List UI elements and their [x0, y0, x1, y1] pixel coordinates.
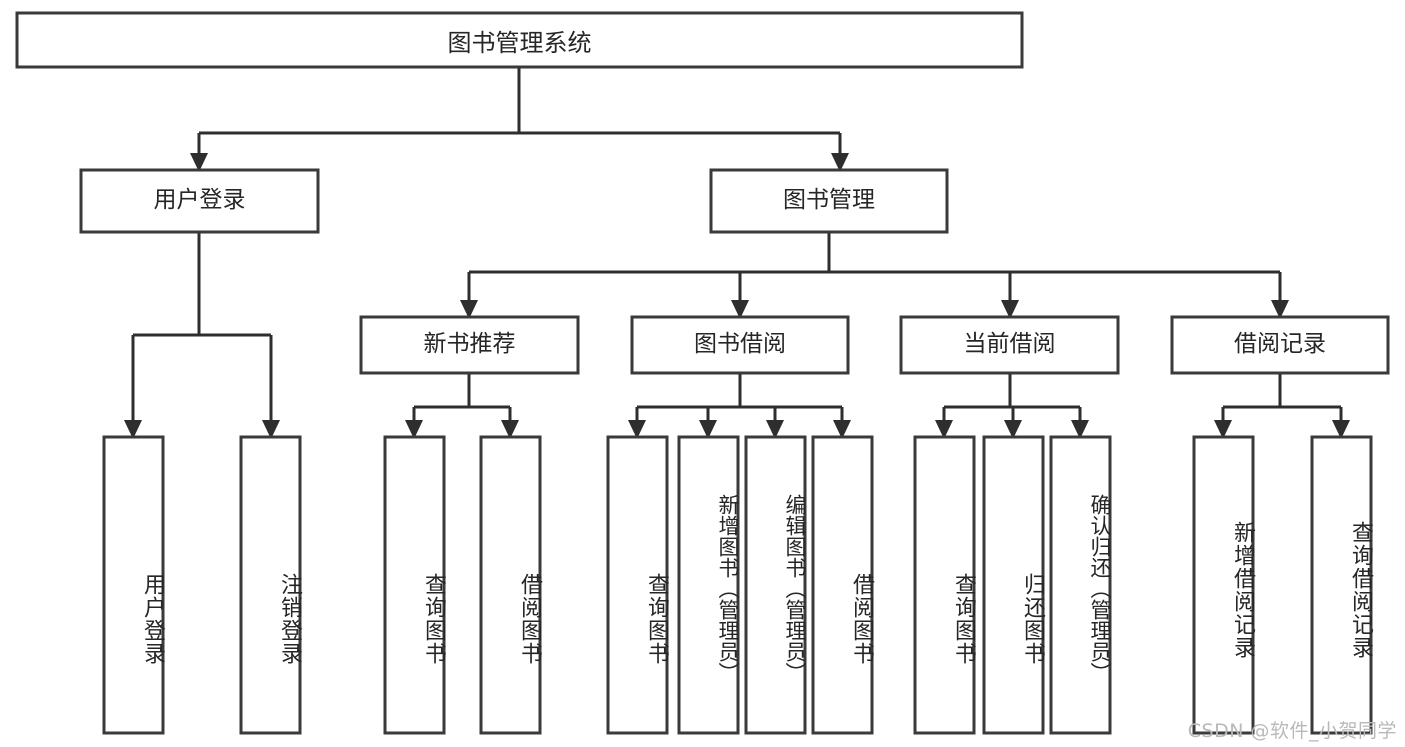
- node-box-leaf-borrow-book-1[interactable]: [479, 435, 542, 735]
- connector-group-book-borrow: [628, 373, 851, 439]
- node-box-borrow-record[interactable]: [1170, 315, 1390, 375]
- node-box-leaf-confirm-return[interactable]: [1049, 435, 1112, 735]
- node-box-leaf-query-book-3[interactable]: [913, 435, 976, 735]
- connector-group-new-book-recommend: [405, 373, 519, 439]
- connector-group-book-management: [460, 232, 1289, 319]
- node-box-book-borrow[interactable]: [630, 315, 850, 375]
- node-box-leaf-query-book-2[interactable]: [606, 435, 669, 735]
- connector-group-user-login: [124, 232, 280, 439]
- node-box-leaf-add-book[interactable]: [677, 435, 740, 735]
- node-box-user-login[interactable]: [79, 168, 320, 234]
- node-box-leaf-user-login[interactable]: [102, 435, 165, 735]
- node-box-book-management[interactable]: [709, 168, 949, 234]
- connector-group-borrow-record: [1214, 373, 1350, 439]
- node-box-leaf-borrow-book-2[interactable]: [811, 435, 874, 735]
- node-box-new-book-recommend[interactable]: [359, 315, 580, 375]
- node-box-current-borrow[interactable]: [899, 315, 1120, 375]
- node-box-root[interactable]: [15, 11, 1024, 69]
- node-box-leaf-return-book[interactable]: [982, 435, 1045, 735]
- node-box-leaf-add-record[interactable]: [1192, 435, 1255, 735]
- node-box-leaf-query-book-1[interactable]: [383, 435, 446, 735]
- connector-group-root: [190, 67, 849, 172]
- connector-group-current-borrow: [935, 373, 1089, 439]
- node-box-leaf-user-logout[interactable]: [239, 435, 302, 735]
- node-box-leaf-query-record[interactable]: [1310, 435, 1373, 735]
- node-box-leaf-edit-book[interactable]: [744, 435, 807, 735]
